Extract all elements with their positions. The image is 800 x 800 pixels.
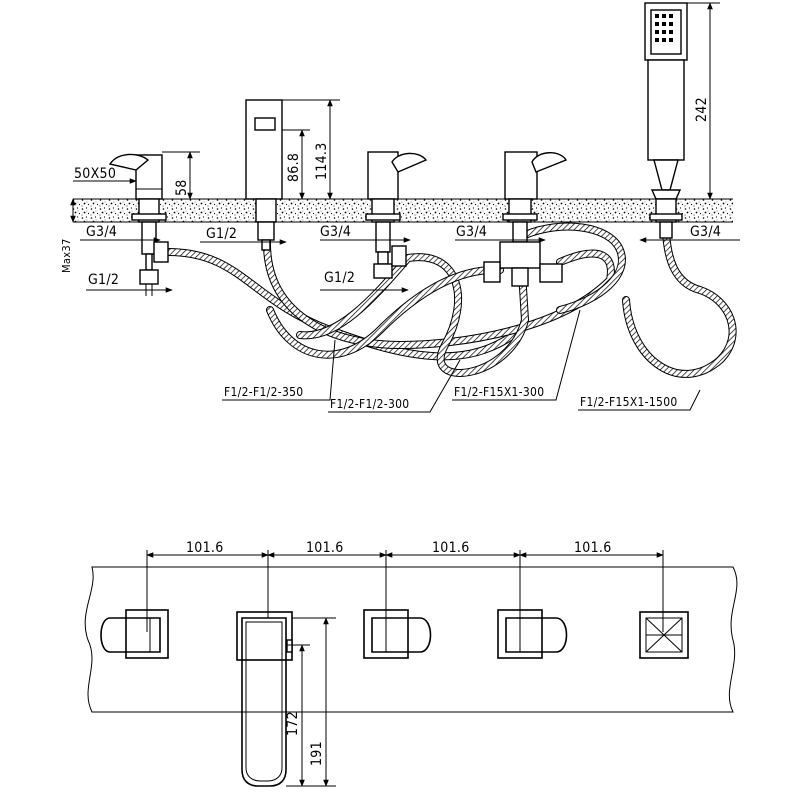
side-view: 50X50 58 86.8 114.3 242 Max37 G3/4 G1/2 … — [60, 2, 740, 413]
top-countertop-outline — [84, 566, 738, 713]
countertop — [73, 198, 733, 223]
label-hose-3: F1/2-F15X1-300 — [454, 385, 544, 399]
label-thread-g34-a: G3/4 — [86, 224, 117, 240]
spacing-3: 101.6 — [432, 540, 470, 556]
top-left-handle — [100, 609, 169, 659]
left-valve-handle — [108, 153, 169, 296]
top-shower-holder — [639, 611, 689, 659]
side-labels: 50X50 58 86.8 114.3 242 Max37 G3/4 G1/2 … — [60, 97, 721, 411]
label-shower-height: 242 — [694, 97, 710, 122]
side-dimensions — [70, 2, 740, 413]
spout — [245, 99, 283, 251]
spout-depth-inner: 172 — [285, 711, 301, 736]
label-max-thickness: Max37 — [60, 238, 73, 273]
label-thread-g12-spout: G1/2 — [206, 226, 237, 242]
spacing-2: 101.6 — [306, 540, 344, 556]
top-view: 101.6 101.6 101.6 101.6 — [84, 540, 738, 787]
label-hose-2: F1/2-F1/2-300 — [330, 397, 409, 411]
spacing-1: 101.6 — [186, 540, 224, 556]
right-valve-handle — [483, 151, 568, 287]
label-thread-g34-c: G3/4 — [456, 224, 487, 240]
top-middle-handle — [363, 609, 432, 659]
shower-nozzle-grid — [655, 14, 673, 42]
spacing-4: 101.6 — [574, 540, 612, 556]
label-counter-block: 50X50 — [74, 166, 116, 182]
top-right-handle — [497, 609, 568, 659]
label-spout-height-low: 86.8 — [286, 153, 302, 182]
hoses — [164, 222, 737, 378]
label-spout-height-high: 114.3 — [314, 142, 330, 180]
label-thread-g34-d: G3/4 — [690, 224, 721, 240]
hand-shower — [644, 2, 688, 239]
label-thread-g12-left: G1/2 — [88, 272, 119, 288]
label-hose-1: F1/2-F1/2-350 — [224, 385, 303, 399]
spout-depth-outer: 191 — [309, 741, 325, 766]
top-spout — [236, 611, 293, 787]
label-thread-g34-b: G3/4 — [320, 224, 351, 240]
label-thread-g12-mid: G1/2 — [324, 270, 355, 286]
label-handle-height: 58 — [174, 179, 190, 196]
label-hose-4: F1/2-F15X1-1500 — [580, 395, 678, 409]
middle-valve-handle — [365, 151, 428, 279]
